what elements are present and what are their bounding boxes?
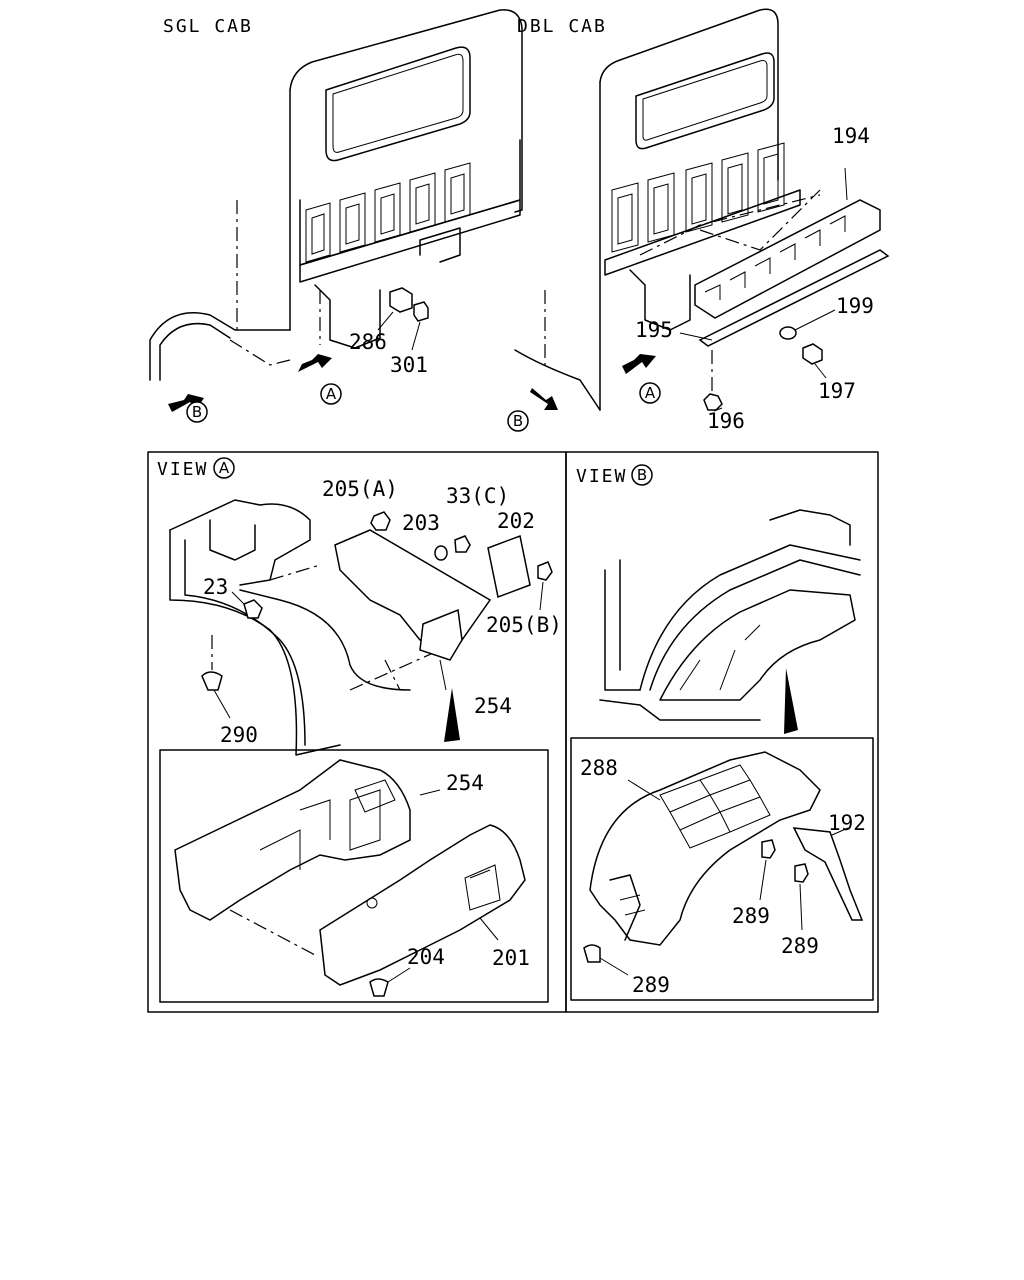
label-196: 196 [707,409,745,433]
label-199: 199 [836,294,874,318]
svg-text:B: B [513,412,523,430]
single-cab-illustration: SGL CAB 286 301 A B [149,9,523,423]
view-b-marker [186,401,208,423]
label-203: 203 [402,511,440,535]
label-202: 202 [497,509,535,533]
svg-text:B: B [192,403,202,421]
svg-text:A: A [326,385,337,403]
label-254-detail: 254 [446,771,484,795]
label-33c: 33(C) [446,484,509,508]
label-289-a: 289 [732,904,770,928]
label-301: 301 [390,353,428,377]
label-290: 290 [220,723,258,747]
label-197: 197 [818,379,856,403]
label-205a: 205(A) [322,477,398,501]
svg-text:A: A [645,384,656,402]
svg-text:A: A [219,459,230,477]
view-b-panel: VIEW B 288 192 289 289 289 [565,451,879,1013]
view-a-panel: VIEW A 254 205(A) 203 33(C) 202 205(B) 2… [147,451,567,1013]
label-289-c: 289 [632,973,670,997]
view-a-title: VIEW [157,459,208,480]
label-192: 192 [828,811,866,835]
single-cab-title: SGL CAB [163,16,253,37]
view-b-title: VIEW [576,466,627,487]
double-cab-illustration: DBL CAB 194 199 197 195 196 [507,8,890,433]
label-288: 288 [580,756,618,780]
label-254: 254 [474,694,512,718]
label-195: 195 [635,318,673,342]
view-a-marker [320,383,342,405]
label-204: 204 [407,945,445,969]
label-201: 201 [492,946,530,970]
svg-text:B: B [637,466,647,484]
label-205b: 205(B) [486,613,562,637]
double-cab-title: DBL CAB [517,16,607,37]
label-194: 194 [832,124,870,148]
label-23: 23 [203,575,228,599]
label-286: 286 [349,330,387,354]
label-289-b: 289 [781,934,819,958]
